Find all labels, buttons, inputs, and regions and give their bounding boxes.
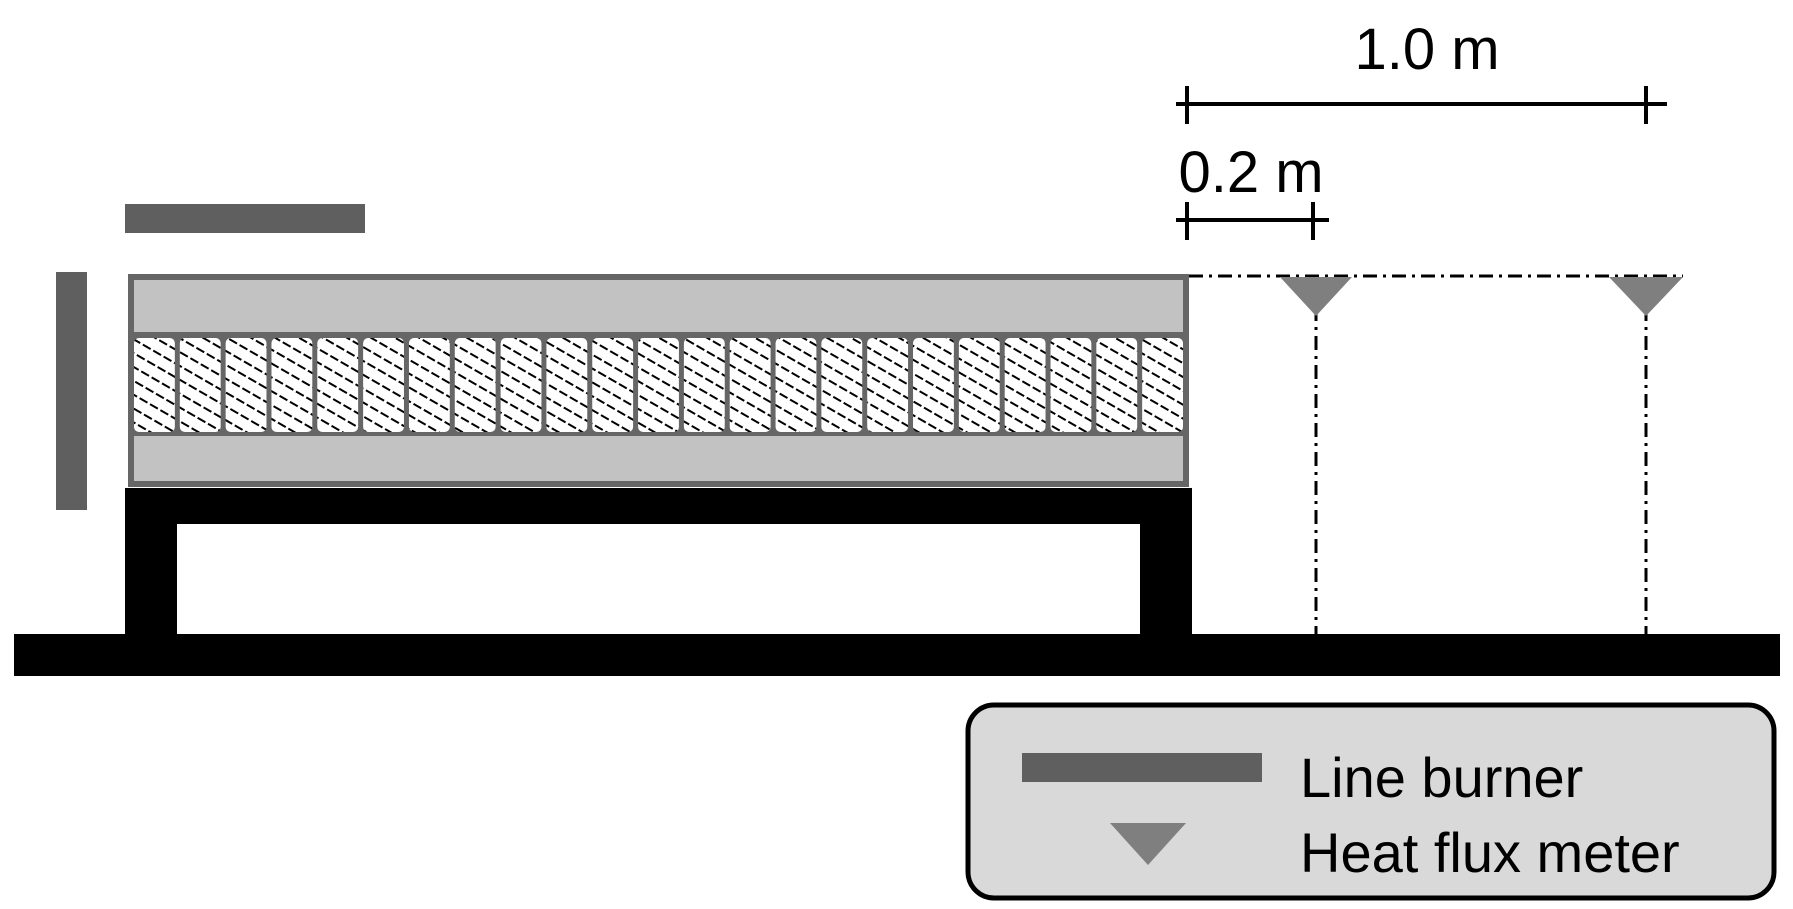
insulation-segment	[134, 338, 175, 432]
insulation-segment	[179, 338, 221, 432]
heat-flux-meter-1	[1280, 277, 1352, 316]
specimen-assembly	[128, 274, 1189, 487]
insulation-segment	[408, 338, 450, 432]
legend-label-line-burner: Line burner	[1300, 746, 1583, 809]
insulation-segment	[683, 338, 725, 432]
insulation-segment	[546, 338, 588, 432]
insulation-segment	[500, 338, 542, 432]
insulation-segment	[225, 338, 267, 432]
dimension-offset-label: 0.2 m	[1178, 140, 1323, 205]
legend: Line burner Heat flux meter	[965, 702, 1777, 901]
dimension-offset	[1176, 202, 1329, 240]
insulation-segment	[729, 338, 771, 432]
dimension-total	[1176, 86, 1667, 124]
legend-label-heat-flux-meter: Heat flux meter	[1300, 821, 1680, 884]
floor-slab	[14, 634, 1780, 676]
top-board	[134, 280, 1183, 332]
dimension-total-label: 1.0 m	[1354, 17, 1499, 82]
insulation-segment	[821, 338, 863, 432]
insulation-segment	[1096, 338, 1138, 432]
insulation-segment	[592, 338, 634, 432]
insulation-segment	[638, 338, 679, 432]
heat-flux-meter-2	[1609, 277, 1683, 316]
insulation-segment	[363, 338, 404, 432]
reference-lines	[1189, 274, 1683, 634]
insulation-segment	[775, 338, 817, 432]
insulation-core	[134, 338, 1183, 432]
line-burner-top	[125, 204, 365, 233]
triangle-icon	[1110, 823, 1186, 865]
insulation-segment	[317, 338, 359, 432]
insulation-segment	[454, 338, 496, 432]
bar-icon	[1022, 753, 1262, 782]
support-frame	[125, 488, 1192, 638]
insulation-segment	[1050, 338, 1092, 432]
insulation-segment	[271, 338, 313, 432]
insulation-segment	[913, 338, 954, 432]
insulation-segment	[958, 338, 1000, 432]
line-burner-side	[56, 272, 87, 510]
insulation-segment	[1004, 338, 1046, 432]
insulation-segment	[1142, 338, 1183, 432]
bottom-board	[134, 436, 1183, 481]
insulation-segment	[867, 338, 909, 432]
